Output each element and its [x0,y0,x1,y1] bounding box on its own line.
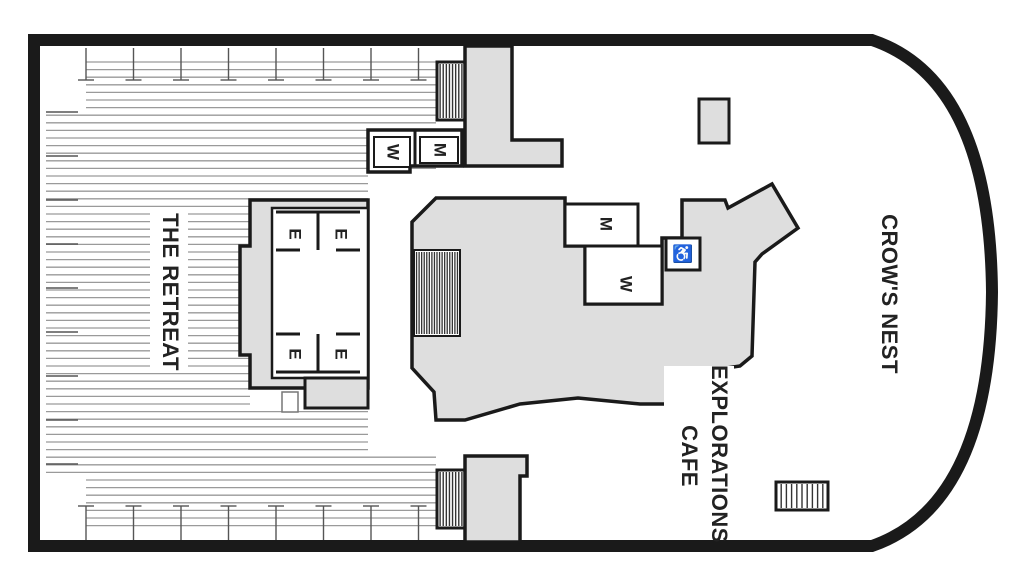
stair-forward-steps [780,484,824,508]
area-label-the-retreat: THE RETREAT [158,213,183,371]
elevator-4-label: E [332,348,351,359]
cafe-label-bg [664,366,734,538]
structure-box-forward [697,97,731,145]
elevator-3-label: E [286,348,305,359]
stair-center-steps [415,252,459,334]
restroom-accessible [664,236,702,272]
retreat-label-bg [150,210,188,370]
accessible-restroom-icon: ♿ [672,243,693,263]
restroom-women-upper [373,136,411,168]
restroom-men-upper [419,136,459,164]
restroom-men-upper-label: M [431,143,450,157]
stair-lower [435,468,467,530]
area-label-crows-nest: CROW'S NEST [877,214,902,374]
structure-upper [463,44,564,168]
elevator-shafts [276,210,360,374]
elevator-lower-annex [303,376,370,410]
structure-lower [463,454,529,544]
elevator-1-label: E [286,228,305,239]
elevator-2-label: E [332,228,351,239]
restroom-women-center-label: W [617,276,636,293]
restroom-women-upper-label: W [384,144,403,161]
stair-upper [435,60,467,122]
restroom-block-center [563,202,664,306]
restroom-men-center-label: M [597,217,616,231]
stair-upper-steps [439,64,463,118]
stair-lower-steps [439,472,463,526]
lounge-chairs [46,48,427,540]
area-label-cafe: CAFE [677,425,702,487]
elevator-small-box [281,391,299,413]
area-label-explorations: EXPLORATIONS [707,365,732,543]
